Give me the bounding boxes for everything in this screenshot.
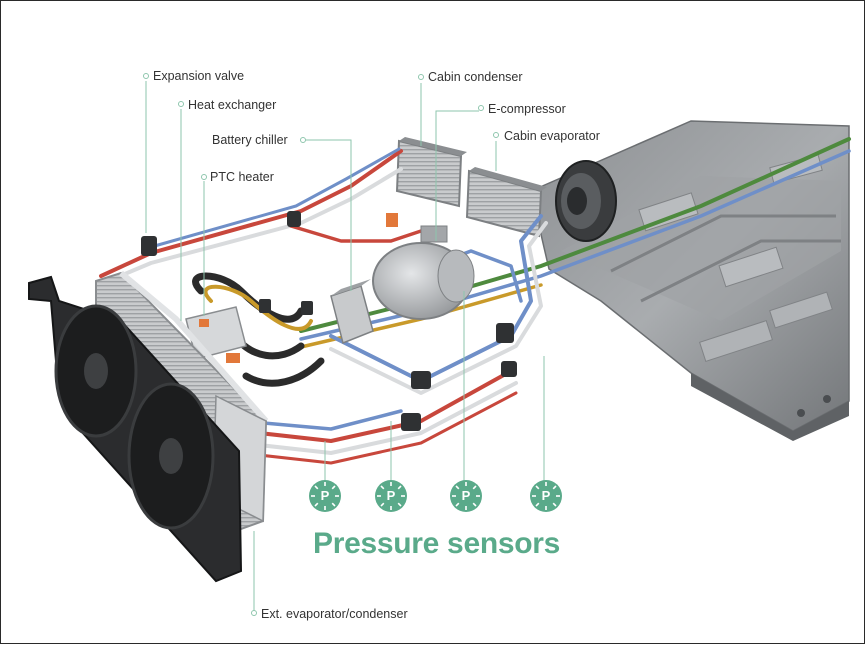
label-battery-chiller: Battery chiller: [212, 133, 288, 147]
label-leader-lines: [145, 81, 545, 611]
pressure-sensors-title: Pressure sensors: [313, 527, 561, 560]
label-cabin-evaporator: Cabin evaporator: [504, 129, 600, 143]
blower-fan: [555, 160, 617, 242]
label-cabin-condenser: Cabin condenser: [428, 70, 523, 84]
label-leader-dots: [143, 73, 499, 616]
pressure-sensor-symbol: P: [541, 488, 551, 503]
pressure-sensor-symbol: P: [386, 488, 396, 503]
pressure-sensor-icon-2: P: [374, 479, 408, 513]
pressure-sensor-icon-3: P: [449, 479, 483, 513]
cabin-condenser: [395, 137, 467, 208]
e-compressor: [372, 213, 475, 320]
label-ptc-heater: PTC heater: [210, 170, 274, 184]
label-expansion-valve: Expansion valve: [153, 69, 245, 83]
cabin-evaporator: [465, 167, 547, 238]
pressure-sensor-symbol: P: [461, 488, 471, 503]
pipe-connectors: [141, 211, 517, 431]
label-heat-exchanger: Heat exchanger: [188, 98, 277, 112]
pressure-sensor-icon-4: P: [529, 479, 563, 513]
label-e-compressor: E-compressor: [488, 102, 566, 116]
battery-chiller: [330, 279, 374, 345]
pressure-sensor-symbol: P: [320, 488, 330, 503]
label-ext-evaporator-condenser: Ext. evaporator/condenser: [261, 607, 408, 621]
radiator-fan-shroud: [28, 275, 243, 583]
pressure-sensor-icon-1: P: [308, 479, 342, 513]
